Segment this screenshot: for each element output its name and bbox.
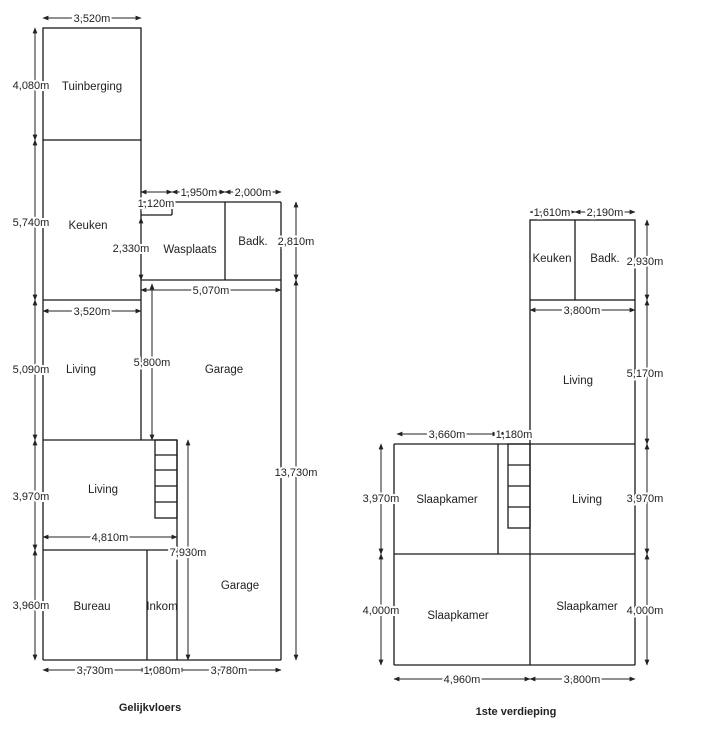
room-garage-top: Garage	[205, 364, 243, 376]
room-living-mid: Living	[88, 484, 118, 496]
dim-first-bottom-right-width: 3,800m	[564, 674, 601, 686]
dim-first-living-width: 3,800m	[564, 305, 601, 317]
first-floor-walls	[393, 219, 636, 666]
ground-floor-plan: Tuinberging Keuken Wasplaats Badk. Livin…	[11, 11, 320, 714]
dim-first-left-bottom-height: 4,000m	[363, 605, 400, 617]
ground-floor-title: Gelijkvloers	[119, 702, 181, 714]
dim-bureau-row-width: 4,810m	[92, 532, 129, 544]
room-tuinberging: Tuinberging	[62, 81, 122, 93]
room-keuken-first: Keuken	[532, 253, 571, 265]
dim-first-bottom-left-width: 4,960m	[444, 674, 481, 686]
dim-garage-width: 5,070m	[193, 285, 230, 297]
dim-first-right-mid-height: 3,970m	[627, 493, 664, 505]
room-badk-first: Badk.	[590, 253, 619, 265]
dim-first-living-height: 5,170m	[627, 368, 664, 380]
dim-bottom-inkom: 1,080m	[144, 665, 181, 677]
first-floor-title: 1ste verdieping	[476, 706, 557, 718]
dim-tuinberging-height: 4,080m	[13, 80, 50, 92]
dim-stair-run: 7,930m	[170, 547, 207, 559]
dim-living-mid-height: 3,970m	[13, 491, 50, 503]
dim-first-right-bottom-height: 4,000m	[627, 605, 664, 617]
room-inkom: Inkom	[146, 601, 177, 613]
ground-floor-walls	[42, 27, 282, 661]
room-slaapkamer-1: Slaapkamer	[416, 494, 478, 506]
dim-wasplaats-width: 1,950m	[181, 187, 218, 199]
dim-living-width: 3,520m	[74, 306, 111, 318]
dim-first-badk-height: 2,930m	[627, 256, 664, 268]
dim-garage-depth: 5,800m	[134, 357, 171, 369]
room-wasplaats: Wasplaats	[163, 244, 217, 256]
dim-bottom-garage: 3,780m	[211, 665, 248, 677]
room-living-upper: Living	[563, 375, 593, 387]
dim-keuken-height: 5,740m	[13, 217, 50, 229]
dim-first-stair-width: 1,180m	[496, 429, 533, 441]
room-bureau: Bureau	[73, 601, 110, 613]
dim-first-slaapkamer-width: 3,660m	[429, 429, 466, 441]
first-floor-dimension-lines	[378, 209, 650, 682]
dim-total-height: 13,730m	[275, 467, 318, 479]
dim-wasplaats-height: 2,330m	[113, 243, 150, 255]
dim-top-width: 3,520m	[74, 13, 111, 25]
ground-floor-dimension-lines	[32, 15, 299, 673]
first-floor-plan: Keuken Badk. Living Slaapkamer Living Sl…	[361, 205, 666, 718]
dim-first-badk-width: 2,190m	[587, 207, 624, 219]
dim-first-keuken-width: 1,610m	[534, 207, 571, 219]
room-keuken: Keuken	[68, 220, 107, 232]
dim-wasplaats-offset: 1,120m	[138, 198, 175, 210]
room-badk: Badk.	[238, 236, 267, 248]
dim-bottom-bureau: 3,730m	[77, 665, 114, 677]
dim-living-height: 5,090m	[13, 364, 50, 376]
room-living-top: Living	[66, 364, 96, 376]
first-floor-stairs	[507, 443, 531, 529]
ground-floor-stairs	[154, 439, 178, 519]
room-living-lower: Living	[572, 494, 602, 506]
dim-first-left-mid-height: 3,970m	[363, 493, 400, 505]
dim-bureau-height: 3,960m	[13, 600, 50, 612]
room-slaapkamer-3: Slaapkamer	[556, 601, 618, 613]
room-slaapkamer-2: Slaapkamer	[427, 610, 489, 622]
dim-badk-width: 2,000m	[235, 187, 272, 199]
dim-badk-height: 2,810m	[278, 236, 315, 248]
room-garage-bottom: Garage	[221, 580, 259, 592]
